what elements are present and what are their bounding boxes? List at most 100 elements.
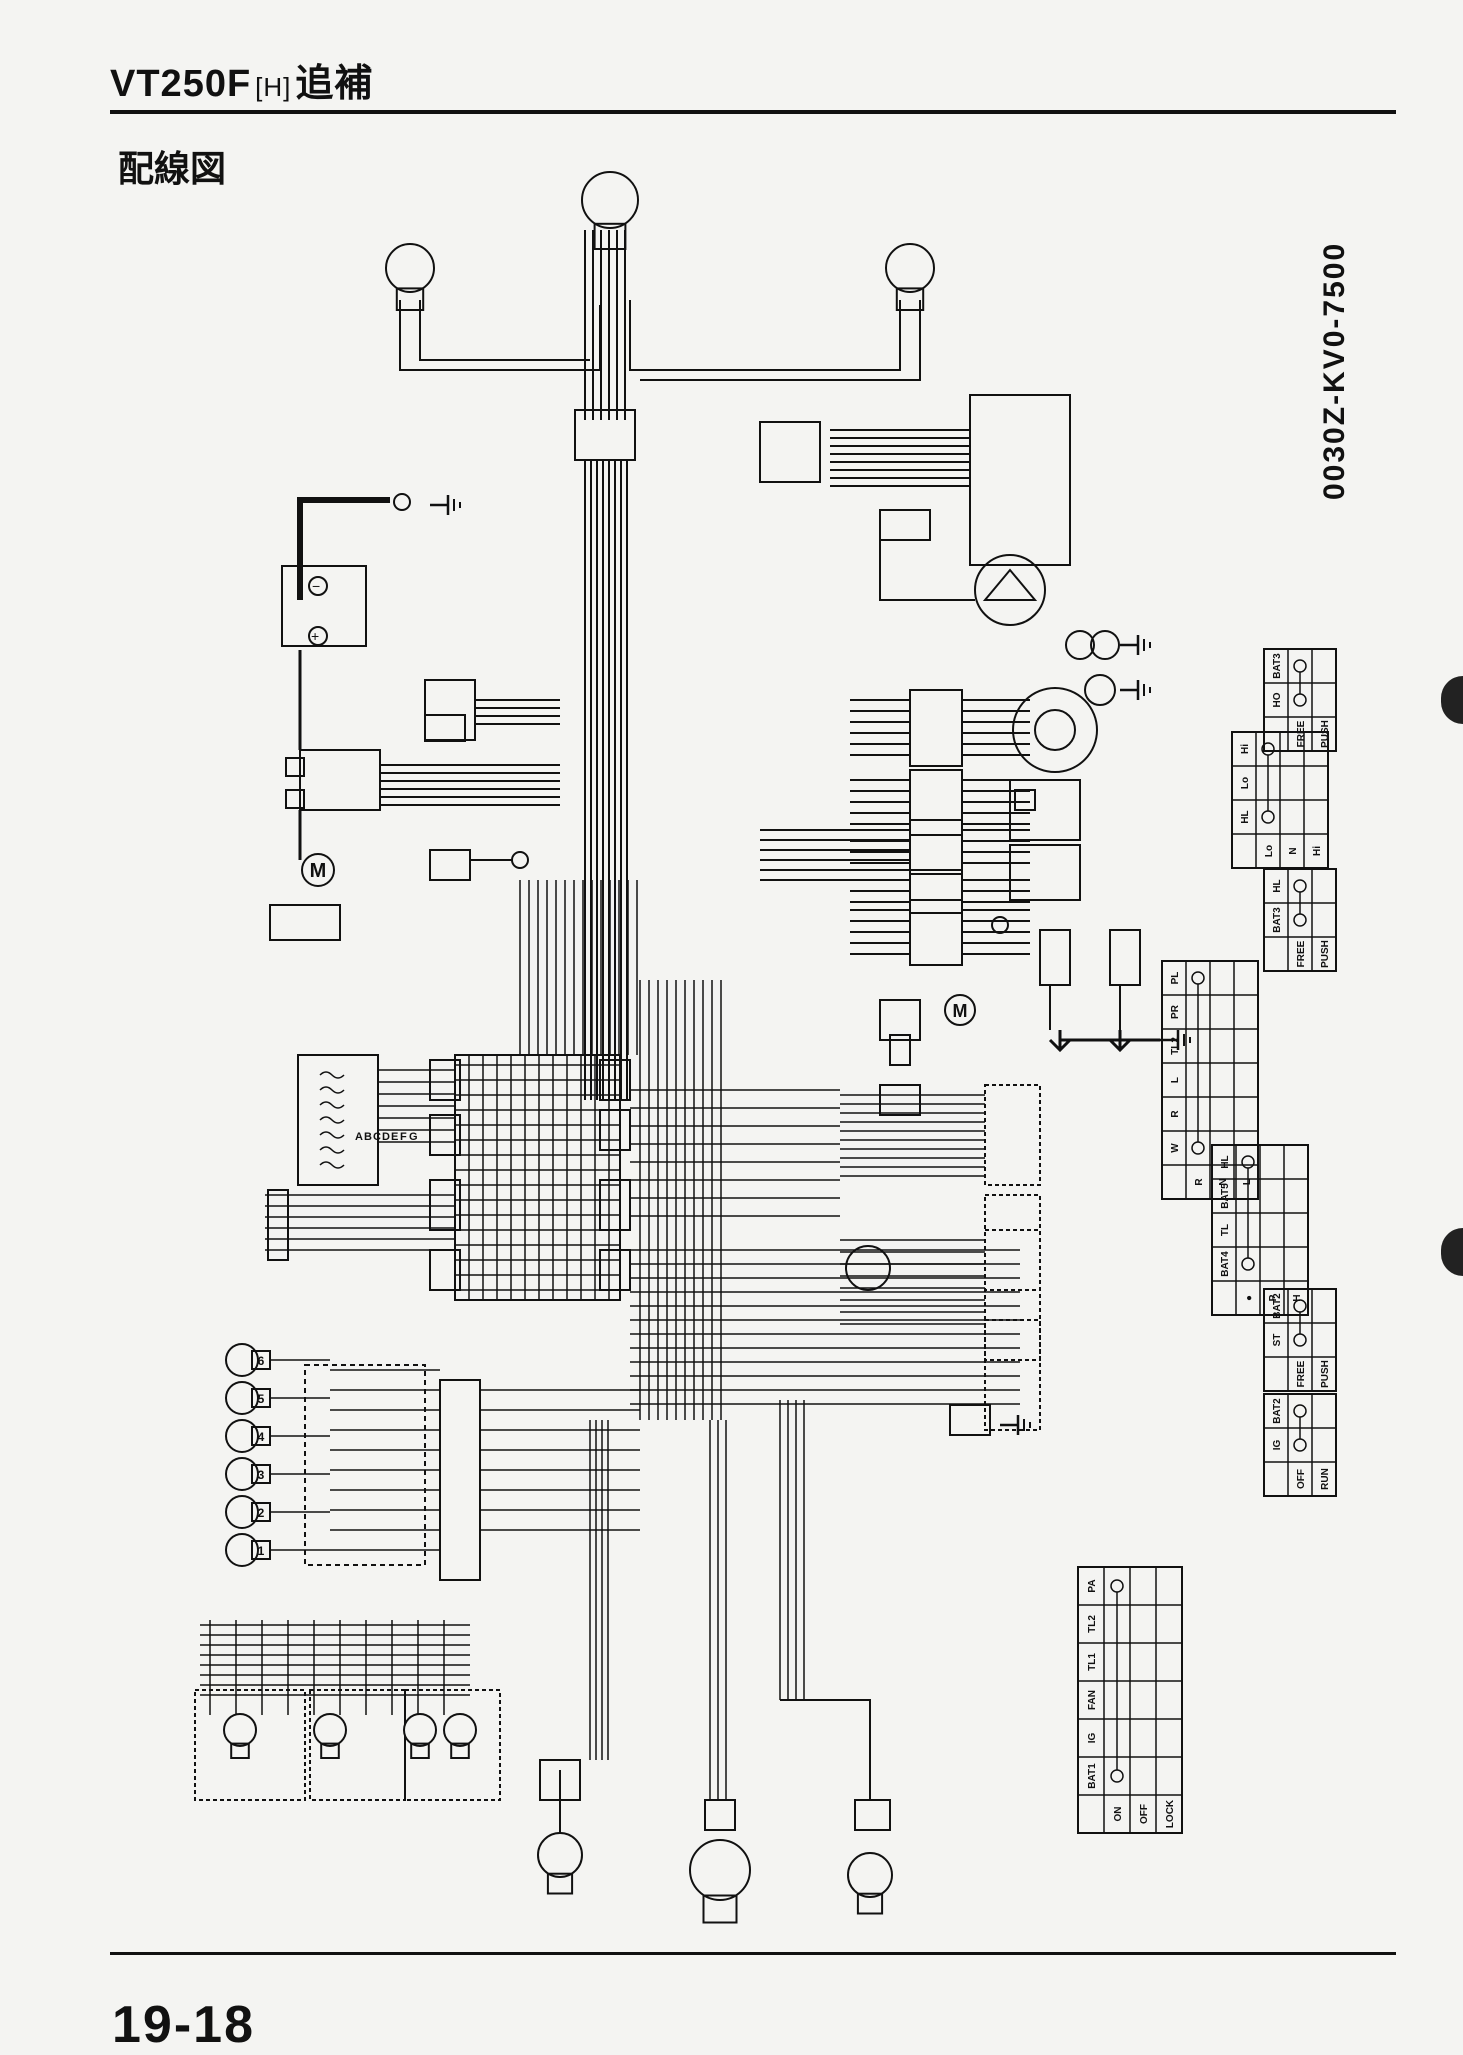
spark-plug-1	[1065, 630, 1095, 660]
fuse-symbol	[319, 1101, 345, 1109]
model-variant: [H]	[255, 72, 292, 102]
meter-harness-outline	[304, 1364, 426, 1566]
passing-switch-table-dot	[1293, 879, 1307, 893]
main-switch-table-row-label: LOCK	[1165, 1799, 1176, 1828]
meter-bulb-number-5: 5	[258, 1392, 265, 1406]
meter-bulb-number-1: 1	[258, 1544, 265, 1558]
ignition-coil-rotor	[1012, 687, 1098, 773]
fan-ground	[991, 916, 1009, 934]
starter-switch-table-header: ST	[1272, 1334, 1283, 1347]
spark-unit-box	[969, 394, 1071, 566]
passing-switch-table-header: HL	[1272, 879, 1283, 892]
winker-switch-table-header: TL2	[1170, 1037, 1181, 1055]
meter-light-2-base	[320, 1742, 340, 1759]
meter-light-3-base	[410, 1742, 430, 1759]
starter-switch-table-row-label: FREE	[1296, 1360, 1307, 1387]
ignition-coil-core	[1034, 709, 1076, 751]
starter-switch-table-header: BAT2	[1272, 1293, 1283, 1319]
headlight-bulb	[581, 171, 639, 229]
horn-switch-table-header: HO	[1272, 692, 1283, 707]
kill-switch-table-frame	[1263, 1393, 1337, 1497]
fuse-symbol	[319, 1131, 345, 1139]
junction-connector-3	[429, 1179, 461, 1231]
lighting-switch-table-header: BAT5	[1220, 1183, 1231, 1209]
junction-connector-2	[429, 1114, 461, 1156]
meter-cluster-box-1	[194, 1689, 306, 1801]
section-title: 配線図	[118, 149, 227, 190]
thermo-arrow-1	[1048, 1030, 1072, 1053]
starter-motor-label: M	[310, 860, 327, 882]
starter-switch-table-frame	[1263, 1288, 1337, 1392]
fuse-letter-a: A	[355, 1131, 363, 1143]
diagram-components	[194, 171, 1191, 1924]
starter-relay	[269, 904, 341, 941]
meter-cluster-box-3	[404, 1689, 501, 1801]
horn-switch-table-row-label: FREE	[1296, 720, 1307, 747]
meter-light-4	[443, 1713, 477, 1747]
kill-switch-table-dot	[1293, 1438, 1307, 1452]
headlight-connector	[574, 409, 636, 461]
meter-bulb-number-6: 6	[258, 1354, 265, 1368]
battery-positive	[308, 626, 328, 646]
oil-switch	[511, 851, 529, 869]
meter-bulb-box-1	[251, 1540, 271, 1560]
meter-bulb-number-3: 3	[258, 1468, 265, 1482]
dimmer-switch-table-row-label: Hi	[1312, 846, 1323, 856]
fuse-symbol	[319, 1146, 345, 1154]
meter-light-3	[403, 1713, 437, 1747]
winker-switch-table-row-label: N	[1218, 1178, 1229, 1185]
meter-bulb-box-2	[251, 1502, 271, 1522]
top-rule	[110, 110, 1396, 114]
fan-connector	[889, 1034, 911, 1066]
winker-switch-table-header: L	[1170, 1077, 1181, 1083]
battery-cable	[297, 497, 390, 505]
header-suffix: 追補	[295, 61, 374, 105]
lighting-switch-table-row-label: H	[1292, 1294, 1303, 1301]
winker-switch-table-dot	[1191, 1141, 1205, 1155]
battery-negative	[308, 576, 328, 596]
meter-bulb-box-3	[251, 1464, 271, 1484]
winker-switch-table-row-label: R	[1194, 1178, 1205, 1186]
regulator-rectifier	[424, 679, 476, 741]
ignition-switch-block	[1009, 779, 1081, 841]
lighting-switch-table-header: HL	[1220, 1155, 1231, 1168]
page-number: 19-18	[112, 1996, 255, 2054]
clutch-switch	[949, 1404, 991, 1436]
meter-bulb-box-6	[251, 1350, 271, 1370]
junction-connector-6	[599, 1109, 631, 1151]
front-stoplight-switch	[879, 1084, 921, 1116]
main-switch-table-dot	[1110, 1769, 1124, 1783]
kill-switch-table-header: BAT2	[1272, 1398, 1283, 1424]
horn	[845, 1245, 891, 1291]
handlebar-switch-right-1	[984, 1084, 1041, 1186]
right-rear-connector	[854, 1799, 891, 1831]
starter-motor	[301, 853, 335, 887]
meter-bulb-2	[225, 1495, 259, 1529]
spark-plug-2	[1090, 630, 1120, 660]
tail-stop-bulb	[689, 1839, 751, 1901]
lighting-switch-table-header: BAT4	[1220, 1251, 1231, 1277]
handlebar-switch-right-2	[984, 1194, 1041, 1291]
winker-switch-table-header: PR	[1170, 1004, 1181, 1019]
handlebar-switch-right-4	[984, 1319, 1041, 1431]
connector-c	[909, 819, 963, 875]
dimmer-switch-table-row-label: N	[1288, 847, 1299, 854]
fan-motor-label: M	[953, 1001, 968, 1021]
right-rear-turn-bulb-base	[856, 1892, 884, 1915]
connector-b	[909, 769, 963, 836]
fuse-symbol	[319, 1116, 345, 1124]
fan-motor	[944, 994, 976, 1026]
fuse-letter-g: G	[409, 1131, 418, 1143]
left-rear-turn-bulb	[537, 1832, 583, 1878]
fuse-terminal	[285, 757, 305, 777]
passing-switch-table-row-label: FREE	[1296, 940, 1307, 967]
fuse-box	[297, 1054, 379, 1186]
meter-bulb-1	[225, 1533, 259, 1567]
fuse-letter-e: E	[391, 1131, 398, 1143]
wire	[629, 300, 901, 371]
battery	[281, 565, 367, 647]
kill-switch-table-header: IG	[1272, 1440, 1283, 1451]
